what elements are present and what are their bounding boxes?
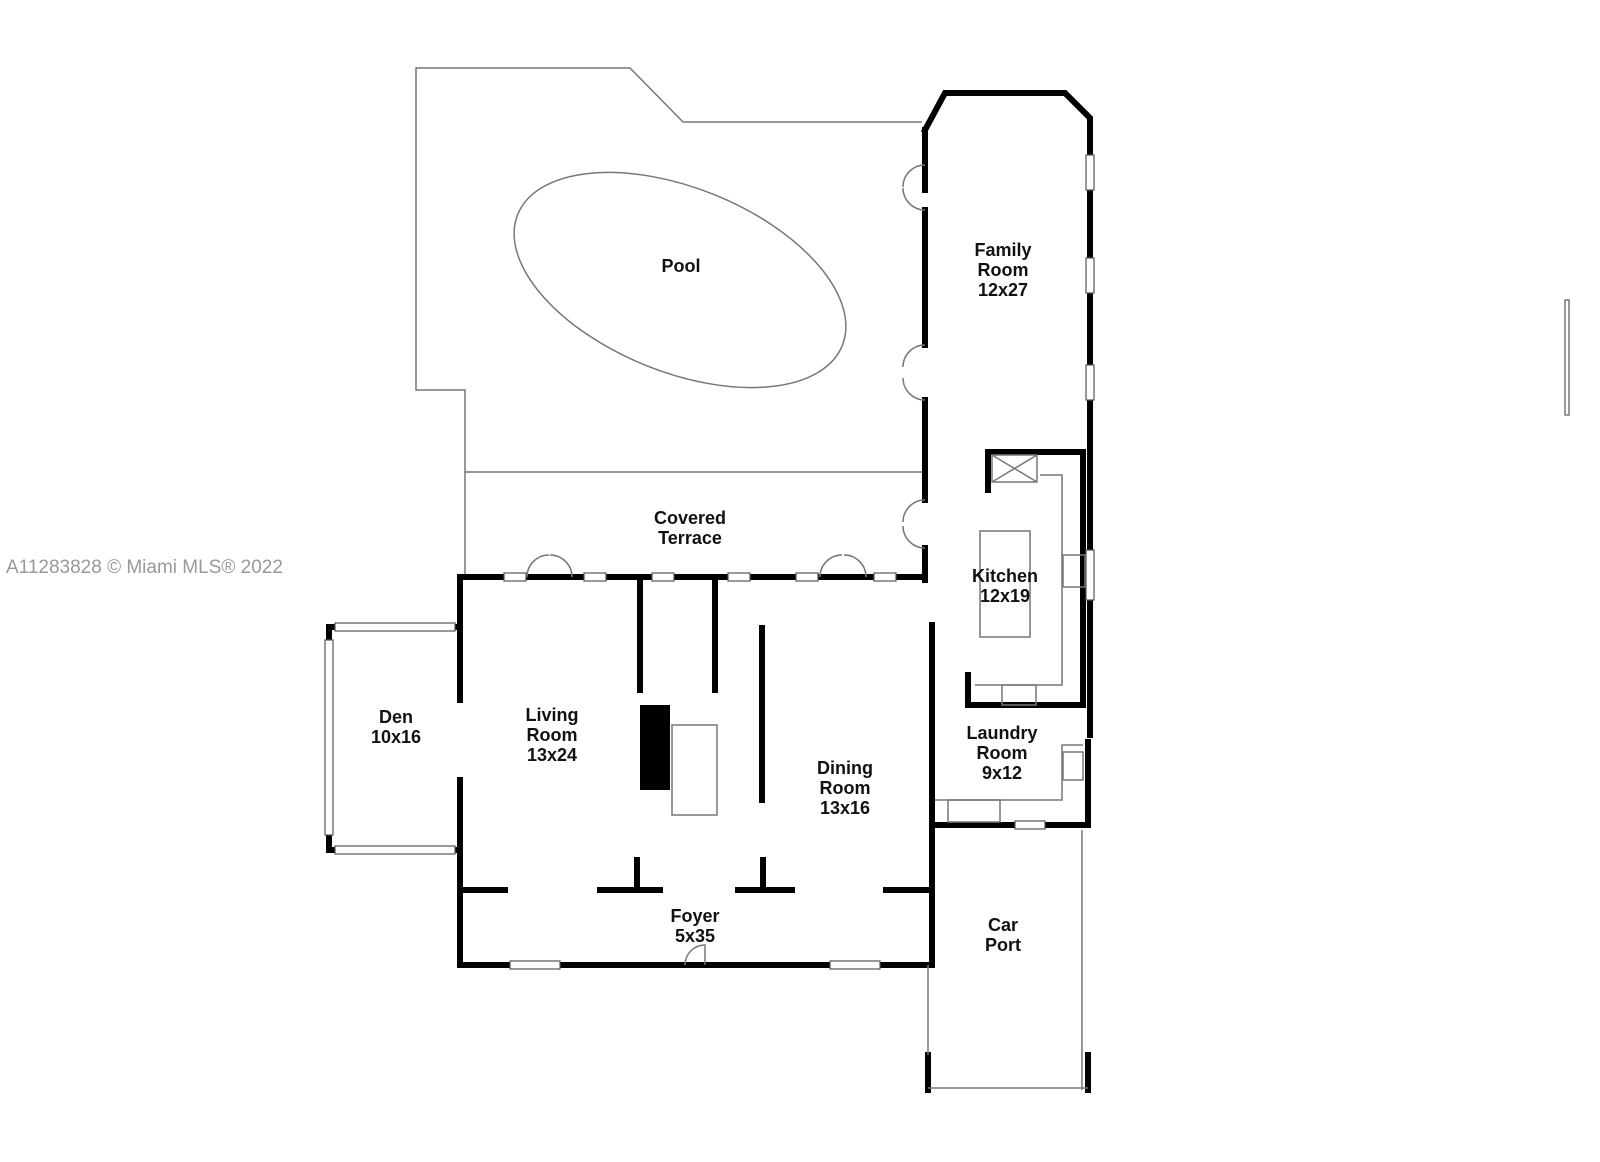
room-label-living: Room <box>527 725 578 745</box>
kitchen-wall <box>985 449 1086 708</box>
window <box>334 845 456 855</box>
room-label-family: Room <box>978 260 1029 280</box>
laundry-sink-icon <box>1062 751 1084 781</box>
room-size-dining: 13x16 <box>820 798 870 818</box>
room-size-living: 13x24 <box>527 745 577 765</box>
kitchen-bottom-wall <box>965 672 1086 708</box>
window <box>651 572 675 582</box>
window <box>1085 257 1095 294</box>
room-label-dining: Room <box>820 778 871 798</box>
front-door <box>684 944 706 966</box>
room-label-laundry: Room <box>977 743 1028 763</box>
room-label-foyer: Foyer <box>670 906 719 926</box>
range-icon <box>1001 684 1037 706</box>
fireplace <box>640 705 670 790</box>
laundry-wall <box>929 739 1091 828</box>
pool-shape <box>513 171 847 389</box>
french-door <box>902 344 926 401</box>
french-door <box>902 164 926 211</box>
room-size-foyer: 5x35 <box>675 926 715 946</box>
room-label-living: Living <box>526 705 579 725</box>
room-size-family: 12x27 <box>978 280 1028 300</box>
kitchen-island <box>979 530 1031 638</box>
window <box>829 960 881 970</box>
pantry-cabinet <box>991 454 1038 483</box>
family-room-wall <box>920 90 1093 738</box>
cooktop-icon <box>1062 554 1086 588</box>
pool-deck-outline <box>415 67 922 473</box>
cabinet-mark <box>991 454 1038 483</box>
window <box>1014 820 1046 830</box>
french-door <box>902 499 926 549</box>
edge-marker <box>1564 299 1570 416</box>
mls-watermark: A11283828 © Miami MLS® 2022 <box>6 557 283 578</box>
room-label-terrace: Covered <box>654 508 726 528</box>
room-size-kitchen: 12x19 <box>980 586 1030 606</box>
window <box>1085 549 1095 601</box>
room-label-carport: Port <box>985 935 1021 955</box>
window <box>873 572 897 582</box>
room-size-den: 10x16 <box>371 727 421 747</box>
room-label-laundry: Laundry <box>966 723 1037 743</box>
french-door <box>819 554 867 578</box>
window <box>334 622 456 632</box>
room-label-carport: Car <box>988 915 1018 935</box>
window <box>1085 154 1095 191</box>
room-size-laundry: 9x12 <box>982 763 1022 783</box>
room-label-kitchen: Kitchen <box>972 566 1038 586</box>
window <box>727 572 751 582</box>
room-label-terrace: Terrace <box>658 528 722 548</box>
window <box>509 960 561 970</box>
stairs <box>671 724 718 816</box>
french-door <box>526 554 573 578</box>
room-label-den: Den <box>379 707 413 727</box>
window <box>324 639 334 836</box>
window <box>583 572 607 582</box>
washer-dryer <box>947 799 1001 823</box>
window <box>503 572 527 582</box>
room-label-dining: Dining <box>817 758 873 778</box>
window <box>795 572 819 582</box>
window <box>1085 364 1095 401</box>
room-label-family: Family <box>974 240 1031 260</box>
room-label-pool: Pool <box>662 256 701 276</box>
